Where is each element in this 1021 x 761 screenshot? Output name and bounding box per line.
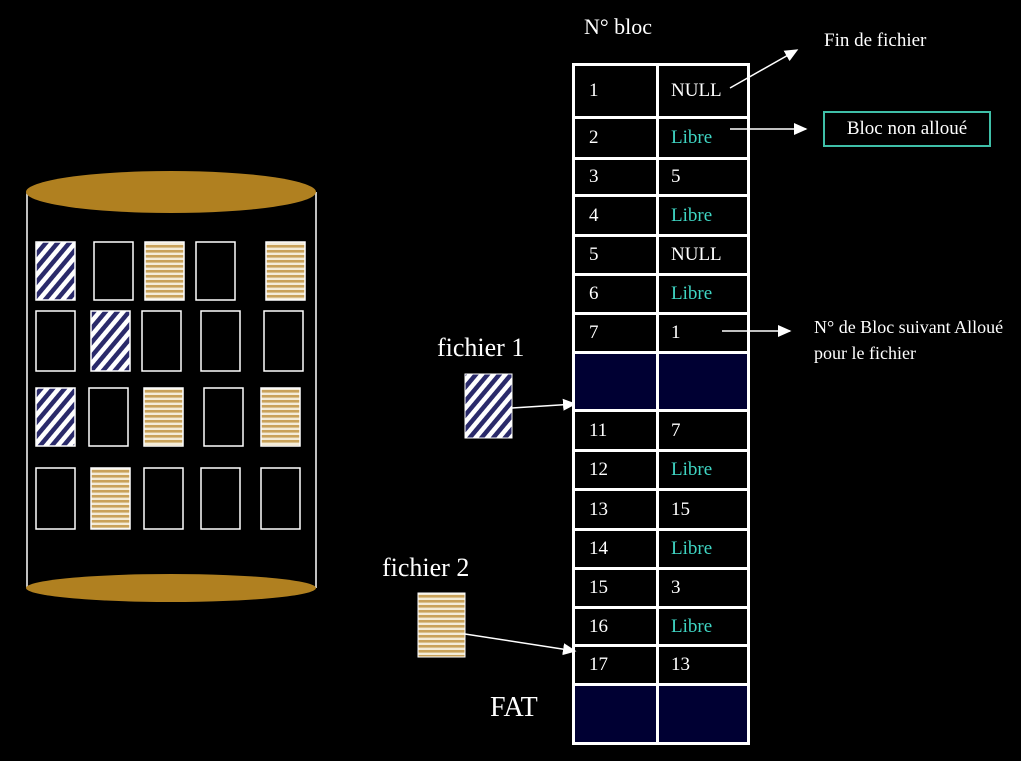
- fat-cell-bloc-number: 11: [575, 412, 659, 449]
- file2-icon: [417, 592, 466, 658]
- arrow-fichier1: [511, 398, 577, 411]
- disk-block-empty: [141, 310, 182, 372]
- annotation-fin-fichier: Fin de fichier: [824, 30, 927, 51]
- fat-cell-bloc-number: 2: [575, 119, 659, 157]
- file1-label: fichier 1: [437, 333, 525, 362]
- disk-block-empty: [200, 467, 241, 530]
- fat-cell-bloc-number: [575, 686, 659, 742]
- fat-cell-next-bloc: NULL: [671, 244, 722, 265]
- fat-row-hidden: [575, 354, 747, 412]
- disk-block-file2: [144, 241, 185, 301]
- disk-block-file1: [35, 241, 76, 301]
- fat-cell-bloc-number: 4: [575, 197, 659, 234]
- disk-block-file2: [143, 387, 184, 447]
- fat-cell-bloc-number: 6: [575, 276, 659, 312]
- file1-icon: [464, 373, 513, 439]
- disk-block-empty: [35, 310, 76, 372]
- disk-block-empty: [203, 387, 244, 447]
- arrow-fichier2: [464, 633, 577, 656]
- fat-row: 1 NULL: [575, 66, 747, 119]
- fat-row: 6 Libre: [575, 276, 747, 315]
- fat-cell-bloc-number: 3: [575, 160, 659, 194]
- fat-row: 13 15: [575, 491, 747, 531]
- disk-block-empty: [260, 467, 301, 530]
- fat-cell-bloc-number: 17: [575, 647, 659, 683]
- disk-block-empty: [263, 310, 304, 372]
- disk-block-empty: [195, 241, 236, 301]
- fat-cell-next-bloc: 1: [671, 322, 681, 343]
- fat-cell-next-bloc: [659, 354, 747, 409]
- fat-cell-next-bloc: 15: [671, 498, 690, 520]
- fat-cell-bloc-number: 7: [575, 315, 659, 351]
- fat-cell-next-bloc: Libre: [671, 204, 713, 226]
- annotation-bloc-suivant: N° de Bloc suivant Alloué pour le fichie…: [814, 317, 1004, 363]
- fat-cell-bloc-number: 16: [575, 609, 659, 644]
- fat-cell-next-bloc: Libre: [671, 538, 713, 559]
- disk-block-empty: [143, 467, 184, 530]
- fat-row: 2 Libre: [575, 119, 747, 160]
- disk-block-file1: [90, 310, 131, 372]
- fat-cell-bloc-number: 12: [575, 452, 659, 488]
- fat-row: 15 3: [575, 570, 747, 609]
- disk-block-empty: [88, 387, 129, 447]
- disk-block-file2: [90, 467, 131, 530]
- disk-block-empty: [200, 310, 241, 372]
- fat-row: 16 Libre: [575, 609, 747, 647]
- disk-top: [26, 171, 316, 213]
- fat-cell-next-bloc: Libre: [671, 283, 713, 304]
- fat-row-hidden: [575, 686, 747, 742]
- fat-cell-next-bloc: [659, 686, 747, 742]
- fat-cell-next-bloc: 7: [671, 419, 681, 441]
- fat-cell-bloc-number: 14: [575, 531, 659, 567]
- disk-block-file1: [35, 387, 76, 447]
- annotation-bloc-non-alloue: Bloc non alloué: [823, 111, 991, 147]
- fat-cell-next-bloc: NULL: [671, 80, 722, 101]
- fat-column-header: N° bloc: [584, 14, 653, 39]
- fat-cell-bloc-number: 13: [575, 491, 659, 528]
- disk-bottom: [26, 574, 316, 602]
- fat-cell-bloc-number: 15: [575, 570, 659, 606]
- fat-cell-bloc-number: 5: [575, 237, 659, 273]
- fat-cell-next-bloc: Libre: [671, 127, 713, 148]
- fat-cell-bloc-number: [575, 354, 659, 409]
- fat-label: FAT: [490, 692, 538, 723]
- disk-block-file2: [265, 241, 306, 301]
- disk-cylinder: [26, 171, 317, 602]
- fat-cell-next-bloc: Libre: [671, 459, 713, 480]
- fat-row: 11 7: [575, 412, 747, 452]
- fat-cell-next-bloc: 5: [671, 166, 681, 187]
- disk-blocks: [35, 241, 306, 530]
- file2-label: fichier 2: [382, 553, 470, 582]
- disk-block-file2: [260, 387, 301, 447]
- fat-cell-next-bloc: 13: [671, 654, 690, 675]
- fat-cell-next-bloc: 3: [671, 577, 681, 598]
- fat-cell-next-bloc: Libre: [671, 615, 713, 637]
- fat-cell-bloc-number: 1: [575, 66, 659, 116]
- arrow-fin-fichier: [729, 49, 799, 89]
- fat-row: 4 Libre: [575, 197, 747, 237]
- fat-row: 12 Libre: [575, 452, 747, 491]
- disk-block-empty: [93, 241, 134, 301]
- fat-row: 5 NULL: [575, 237, 747, 276]
- fat-row: 14 Libre: [575, 531, 747, 570]
- disk-block-empty: [35, 467, 76, 530]
